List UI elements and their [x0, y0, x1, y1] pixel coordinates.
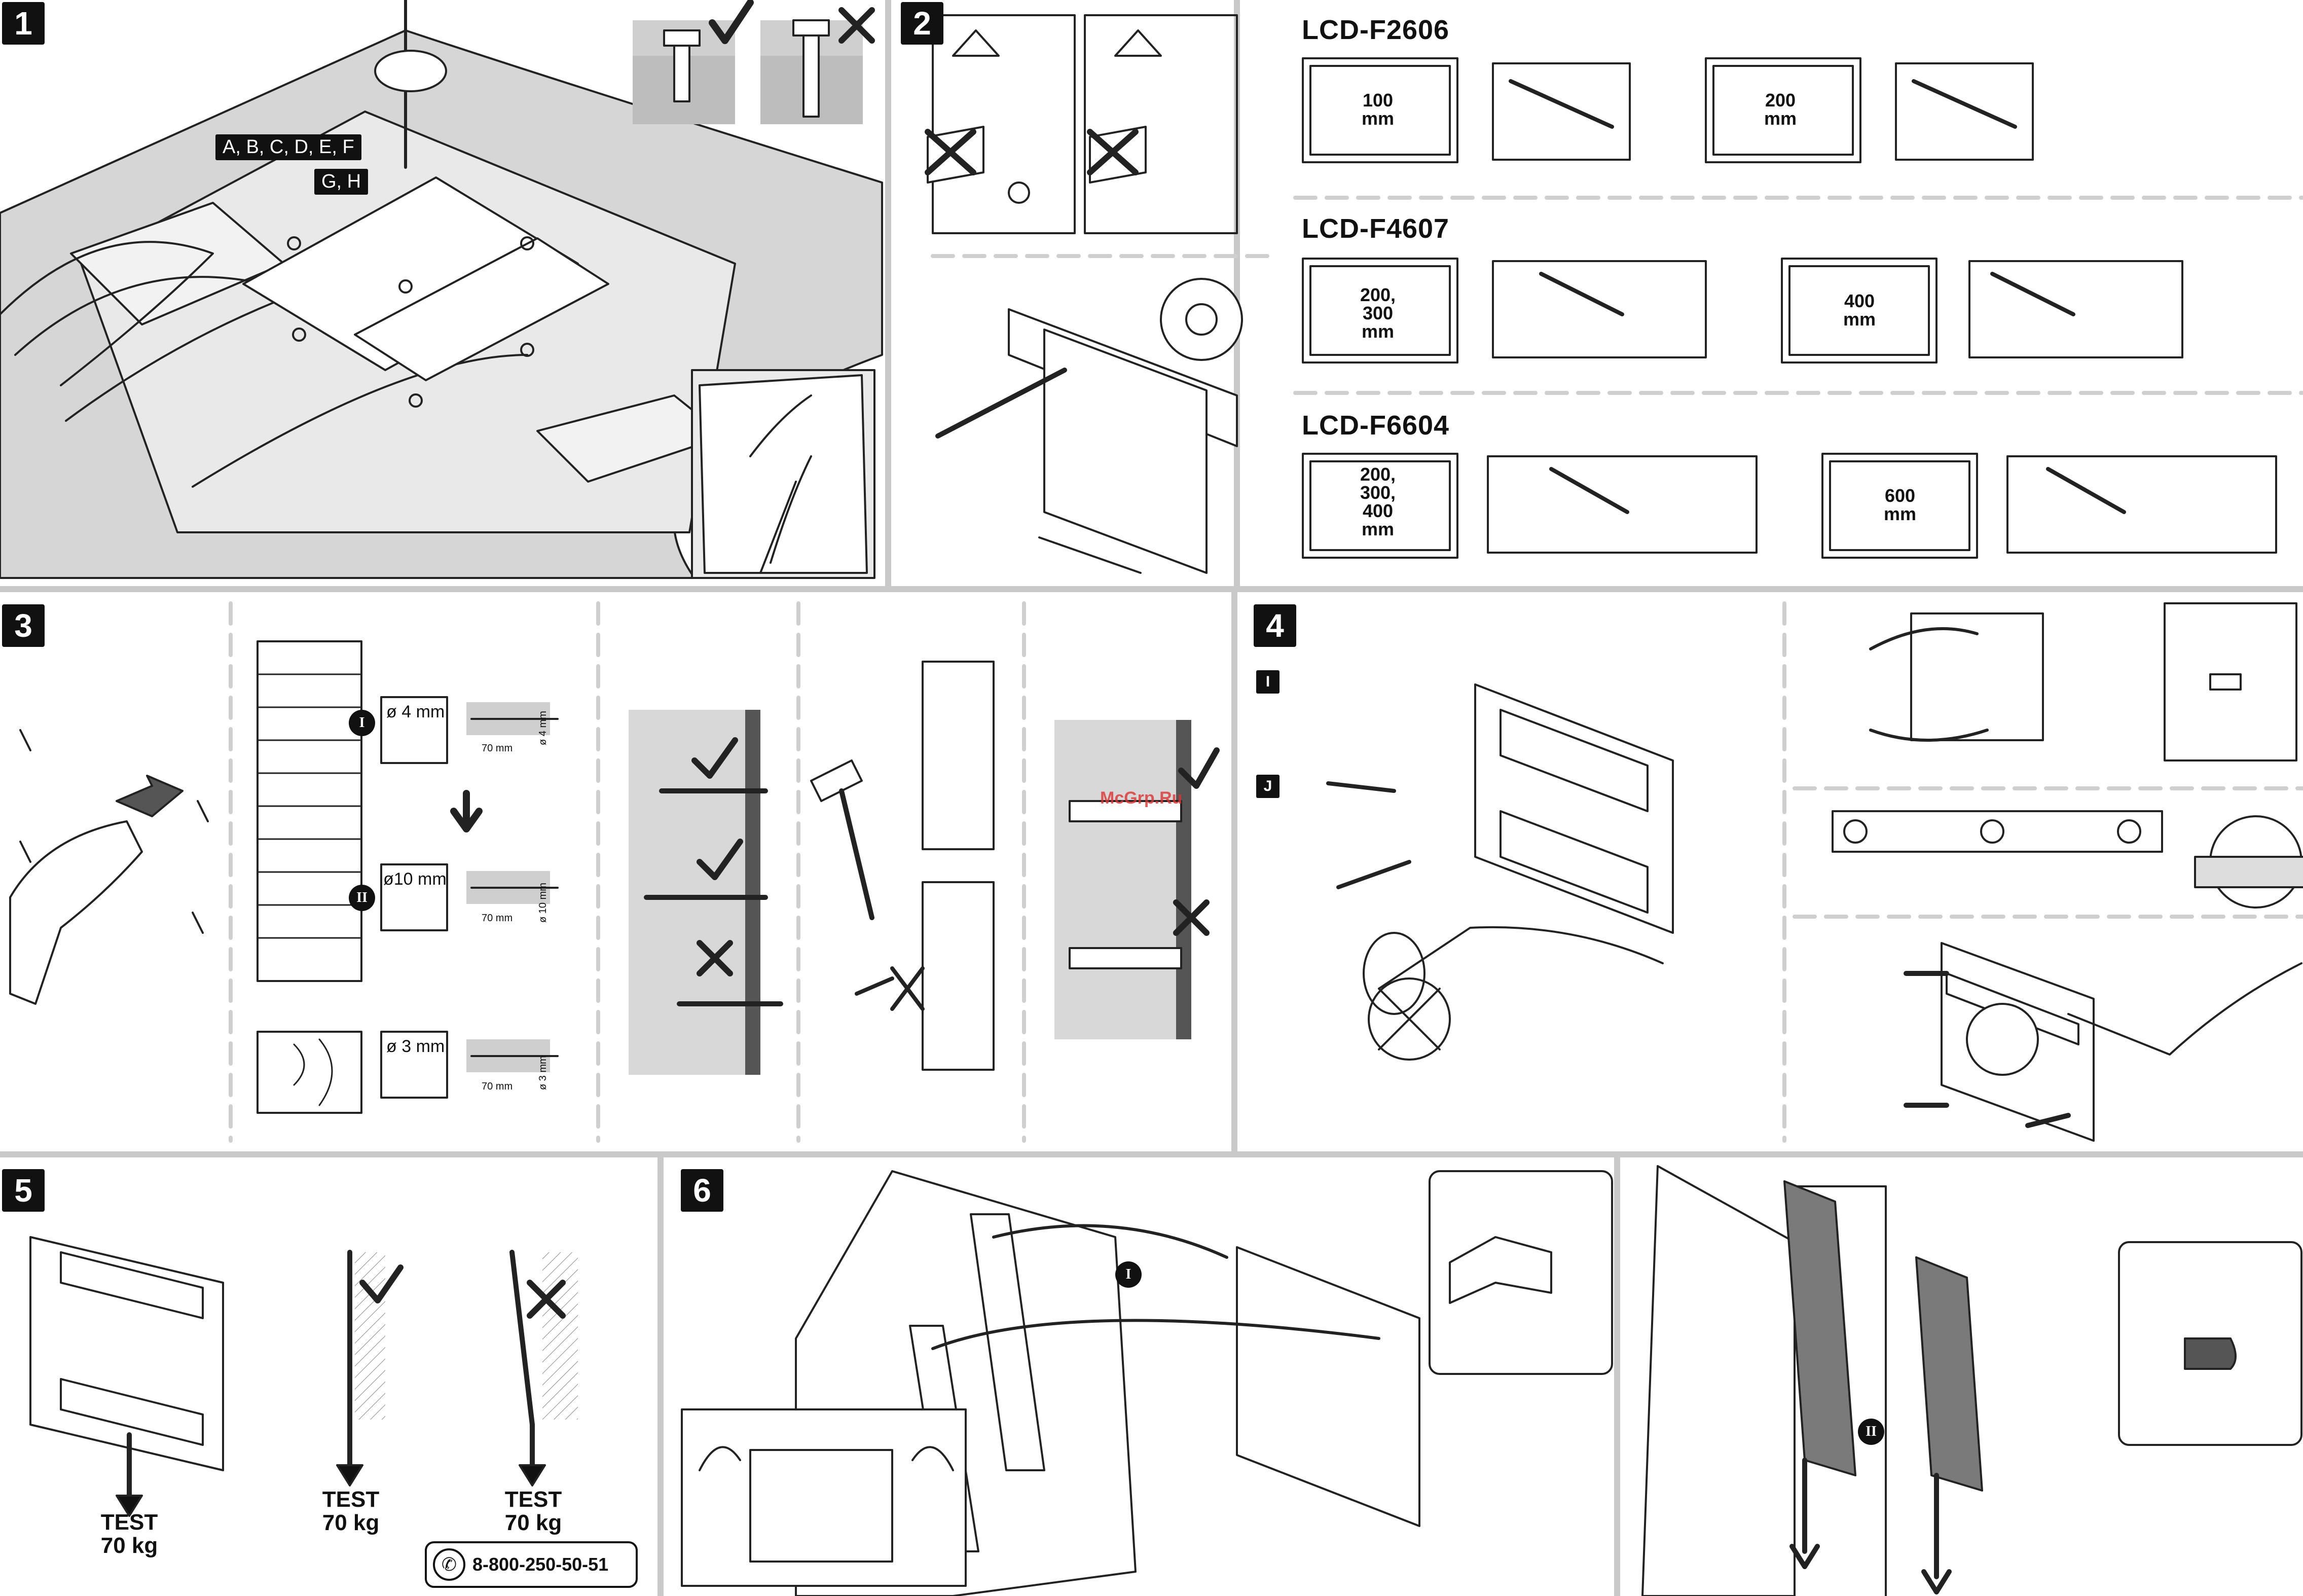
step3-drill: [10, 730, 208, 1004]
step-1-badge: 1: [2, 2, 45, 45]
model-f2606-title: LCD-F2606: [1302, 14, 1449, 46]
vesa-200: 200 mm: [1760, 91, 1801, 128]
wall-type-2-marker: II: [349, 885, 375, 911]
vesa-bracket-frames: [1488, 63, 2276, 553]
step3-screws-wall: [629, 710, 781, 1075]
dim-10mm: ø 10 mm: [537, 883, 549, 923]
phone-icon: ✆: [433, 1548, 465, 1581]
washers-label: G, H: [314, 169, 368, 195]
phone-number: 8-800-250-50-51: [472, 1554, 608, 1575]
step2-bracket-level: [938, 279, 1242, 573]
step1-screw-bad-panel: [760, 10, 872, 124]
model-f4607-title: LCD-F4607: [1302, 213, 1449, 244]
step4-wall-bracket: [1328, 684, 1673, 1060]
part-j-label: J: [1256, 775, 1280, 798]
step-4-badge: 4: [1254, 604, 1296, 647]
step-2-badge: 2: [901, 2, 943, 45]
step6-tv-hanging: [682, 1171, 1612, 1596]
wall-type-1-marker: I: [349, 710, 375, 736]
step-5-badge: 5: [2, 1169, 45, 1212]
step1-zoom-inset: [692, 370, 874, 578]
step1-screw-ok-panel: [633, 3, 750, 124]
step-3-badge: 3: [2, 604, 45, 647]
part-i-label: I: [1256, 670, 1280, 694]
step6-lock: [1642, 1166, 2301, 1596]
test-label-3: TEST 70 kg: [493, 1488, 574, 1535]
drill-4mm-label: ø 4 mm: [386, 702, 445, 722]
vesa-100: 100 mm: [1358, 91, 1398, 128]
step3-anchor-fit: [1054, 720, 1217, 1039]
drill-3mm-label: ø 3 mm: [386, 1037, 445, 1057]
depth-label-1: 70 mm: [482, 743, 513, 754]
drill-10mm-label: ø10 mm: [383, 869, 447, 889]
test-label-1: TEST 70 kg: [89, 1511, 170, 1557]
step3-hammer-anchors: [811, 662, 994, 1070]
step2-wall-warnings: [928, 15, 1237, 233]
step5-tests: [30, 1237, 578, 1516]
vesa-200-300-400: 200, 300, 400 mm: [1355, 465, 1401, 538]
dim-4mm: ø 4 mm: [537, 711, 549, 745]
depth-label-2: 70 mm: [482, 913, 513, 924]
model-f6604-title: LCD-F6604: [1302, 410, 1449, 441]
vesa-400: 400 mm: [1838, 292, 1881, 329]
vesa-200-300: 200, 300 mm: [1355, 286, 1401, 341]
hang-step-2-marker: II: [1858, 1419, 1884, 1445]
vesa-600: 600 mm: [1879, 487, 1921, 523]
depth-label-3: 70 mm: [482, 1081, 513, 1093]
step4-fix-screw: [1906, 943, 2301, 1141]
screws-label: A, B, C, D, E, F: [215, 134, 361, 160]
dim-3mm: ø 3 mm: [537, 1056, 549, 1090]
watermark: McGrp.Ru: [1100, 788, 1182, 808]
test-label-2: TEST 70 kg: [310, 1488, 391, 1535]
hang-step-1-marker: I: [1115, 1261, 1142, 1288]
step-6-badge: 6: [681, 1169, 723, 1212]
step4-hands-level: [1833, 603, 2303, 908]
support-phone: ✆ 8-800-250-50-51: [425, 1541, 638, 1588]
